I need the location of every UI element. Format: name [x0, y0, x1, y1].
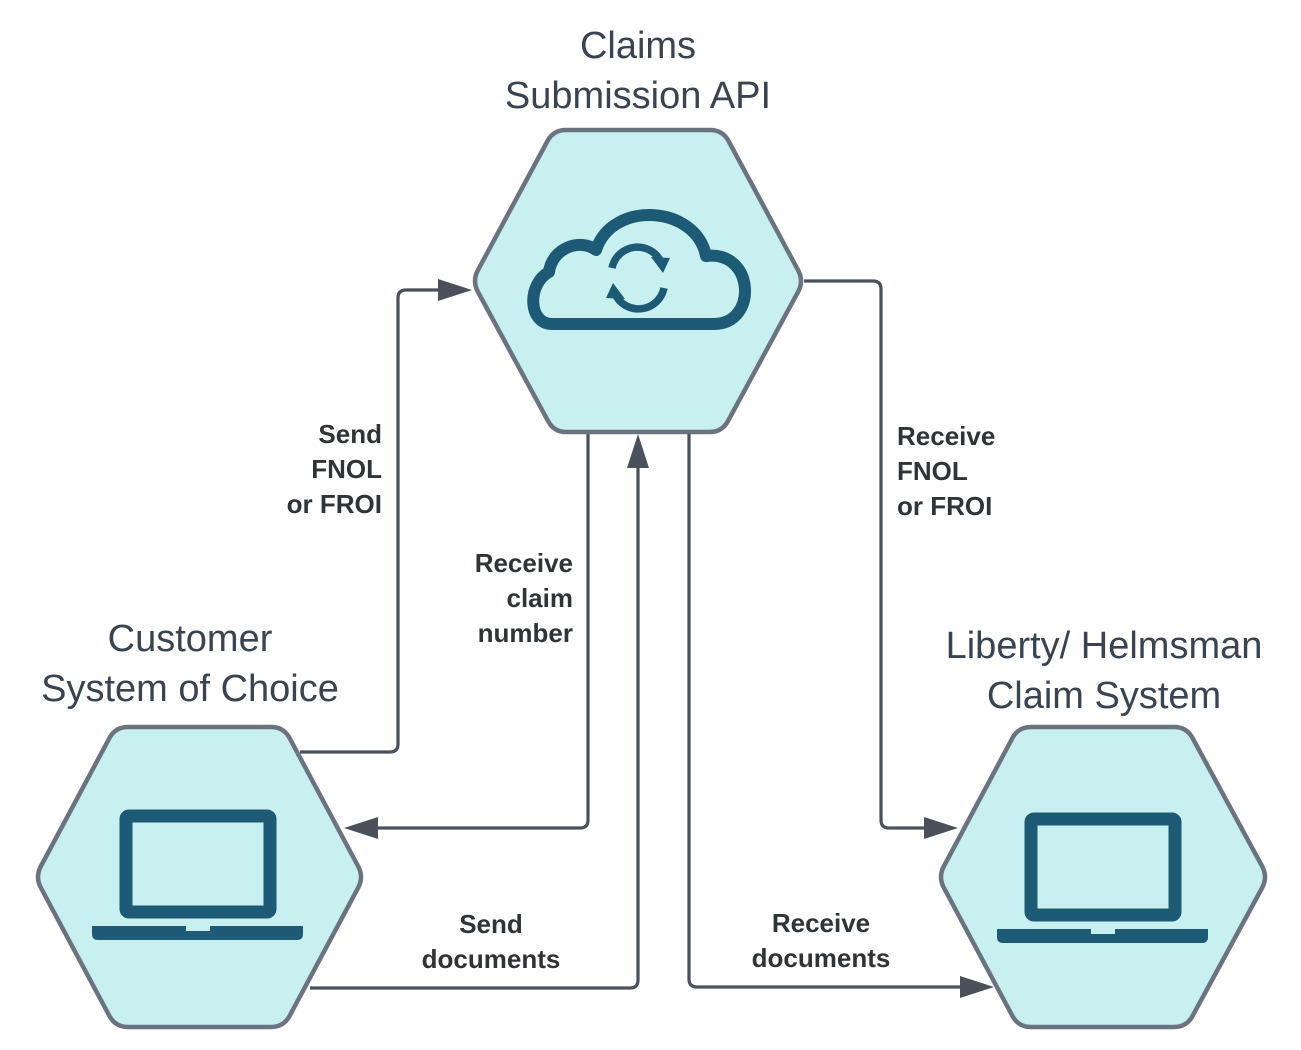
receive-claim-number-arrowhead [344, 817, 378, 839]
receive-fnol-label-line3: or FROI [897, 491, 992, 521]
receive-documents-label-line1: Receive [772, 908, 870, 938]
liberty-node [938, 724, 1268, 1030]
receive-claim-number-label-line3: number [478, 618, 573, 648]
receive-fnol-label: Receive FNOL or FROI [897, 421, 995, 521]
receive-claim-number-connector [378, 434, 590, 830]
api-title-line2: Submission API [505, 75, 771, 117]
customer-hexagon [35, 724, 364, 1030]
api-title-line1: Claims [580, 25, 696, 67]
receive-claim-number-label-line1: Receive [475, 548, 573, 578]
liberty-title: Liberty/ Helmsman Claim System [946, 625, 1263, 717]
receive-documents-label-line2: documents [752, 943, 891, 973]
receive-documents-label: Receive documents [752, 908, 891, 973]
cloud-sync-icon [527, 209, 751, 330]
receive-fnol-connector [804, 279, 924, 830]
send-fnol-label-line1: Send [318, 419, 382, 449]
customer-node [35, 724, 364, 1030]
receive-fnol-label-line2: FNOL [897, 456, 968, 486]
send-documents-connector [310, 466, 640, 990]
laptop-icon [92, 809, 303, 940]
receive-documents-arrowhead [960, 976, 994, 998]
send-documents-label: Send documents [422, 909, 561, 974]
receive-documents-connector [687, 434, 960, 989]
customer-title-line1: Customer [108, 618, 273, 660]
send-fnol-label: Send FNOL or FROI [287, 419, 382, 519]
receive-claim-number-label: Receive claim number [475, 548, 573, 648]
send-fnol-label-line2: FNOL [311, 454, 382, 484]
api-title: Claims Submission API [505, 25, 771, 117]
liberty-title-line2: Claim System [987, 675, 1221, 717]
customer-title: Customer System of Choice [41, 618, 339, 710]
api-hexagon [472, 127, 804, 435]
laptop-icon [997, 812, 1208, 943]
receive-fnol-label-line1: Receive [897, 421, 995, 451]
send-fnol-connector [300, 288, 440, 754]
api-node [472, 127, 804, 435]
send-documents-arrowhead [627, 434, 649, 468]
liberty-hexagon [938, 724, 1268, 1030]
send-fnol-arrowhead [438, 279, 472, 301]
customer-title-line2: System of Choice [41, 668, 339, 710]
send-documents-label-line2: documents [422, 944, 561, 974]
receive-claim-number-label-line2: claim [507, 583, 574, 613]
send-fnol-label-line3: or FROI [287, 489, 382, 519]
receive-fnol-arrowhead [924, 817, 958, 839]
send-documents-label-line1: Send [459, 909, 523, 939]
liberty-title-line1: Liberty/ Helmsman [946, 625, 1263, 667]
